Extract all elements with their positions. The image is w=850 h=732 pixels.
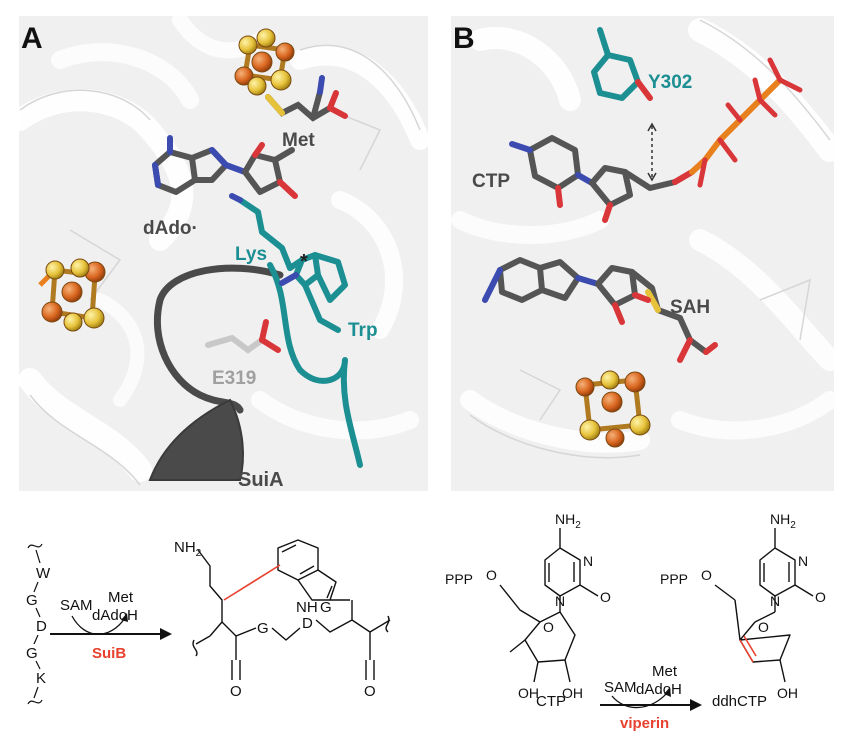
- ddh-ppp: PPP: [660, 571, 688, 587]
- curved-arrow-right: [611, 691, 669, 709]
- ddh-n1: N: [770, 593, 780, 609]
- ctp-oh2: OH: [518, 685, 539, 701]
- ctp-ppp: PPP: [445, 571, 473, 587]
- squiggle-top: [27, 543, 43, 549]
- scheme-right: NH2 N N O PPP O O OH OH NH2 N N O PPP O …: [445, 511, 826, 732]
- seq-g1: G: [26, 592, 38, 609]
- teal-loop: [229, 193, 363, 468]
- ddh-n3: N: [798, 553, 808, 569]
- seq-k: K: [36, 670, 46, 687]
- new-double-bond: [739, 635, 757, 663]
- enzyme-viperin: viperin: [620, 715, 669, 732]
- product-nh2: NH2: [174, 539, 202, 559]
- panel-b: Y302 CTP S: [451, 16, 842, 491]
- label-lys: Lys: [235, 244, 267, 265]
- panel-letter-a: A: [21, 22, 43, 55]
- e319-residue: [205, 319, 281, 354]
- fes-cluster-top: [234, 28, 295, 96]
- label-sah: SAH: [670, 297, 710, 318]
- dado-ligand: [152, 135, 298, 199]
- seq-w: W: [36, 565, 51, 582]
- product-ddhctp-name: ddhCTP: [712, 693, 767, 710]
- ddh-o: O: [815, 589, 826, 605]
- reagent-sam: SAM: [60, 597, 93, 614]
- product-o1: O: [230, 683, 242, 700]
- label-y302: Y302: [648, 72, 692, 93]
- product-o2: O: [364, 683, 376, 700]
- label-suia: SuiA: [238, 469, 284, 491]
- byproduct-dadoh: dAdoH: [92, 607, 138, 624]
- product-g1: G: [257, 620, 269, 637]
- byproduct-met: Met: [108, 589, 134, 606]
- label-star: *: [300, 251, 308, 273]
- ddh-nh2: NH2: [770, 511, 796, 531]
- byproduct-met-right: Met: [652, 663, 678, 680]
- ddh-o5: O: [701, 567, 712, 583]
- ctp-ligand: [509, 57, 803, 223]
- fes-cluster-left: [38, 258, 106, 332]
- ddhctp-structure-skeleton: [714, 528, 814, 683]
- sah-ligand: [482, 257, 718, 363]
- product-g2: G: [320, 599, 332, 616]
- byproduct-dadoh-right: dAdoH: [636, 681, 682, 698]
- distance-arrowheads: [647, 122, 657, 182]
- reactant-ctp-name: CTP: [536, 693, 566, 710]
- label-ctp: CTP: [472, 171, 510, 192]
- label-trp: Trp: [348, 320, 378, 341]
- ctp-structure-skeleton: [499, 528, 599, 683]
- new-crosslink-bond: [223, 564, 281, 601]
- label-dado-radical: dAdo·: [143, 218, 198, 239]
- fes-cluster-b: [575, 370, 651, 448]
- ctp-n3: N: [583, 553, 593, 569]
- label-met: Met: [282, 130, 315, 151]
- curved-arrow-left: [71, 615, 126, 635]
- ctp-nh2: NH2: [555, 511, 581, 531]
- y302-residue: [591, 27, 653, 101]
- ctp-o5: O: [486, 567, 497, 583]
- met-ligand: [265, 75, 348, 122]
- panel-a: Met dAdo·: [9, 12, 430, 491]
- ctp-o: O: [600, 589, 611, 605]
- enzyme-suib: SuiB: [92, 645, 126, 662]
- ctp-n1: N: [555, 593, 565, 609]
- label-e319: E319: [212, 368, 256, 389]
- seq-d: D: [36, 618, 47, 635]
- seq-g2: G: [26, 645, 38, 662]
- product-d: D: [302, 615, 313, 632]
- panel-a-ribbons: [9, 12, 430, 482]
- panel-a-ribbon-edges: [19, 44, 421, 486]
- ddh-oh2: OH: [777, 685, 798, 701]
- ctp-oh3: OH: [562, 685, 583, 701]
- peptide-product-skeleton: [192, 539, 391, 680]
- reagent-sam-right: SAM: [604, 679, 637, 696]
- ctp-oring: O: [543, 619, 554, 635]
- product-nh: NH: [296, 599, 318, 616]
- ddh-oring: O: [758, 619, 769, 635]
- scheme-left: W G D G K SAM Met dAdoH SuiB: [26, 539, 391, 705]
- suia-ribbon: [148, 264, 284, 481]
- panel-letter-b: B: [453, 22, 475, 55]
